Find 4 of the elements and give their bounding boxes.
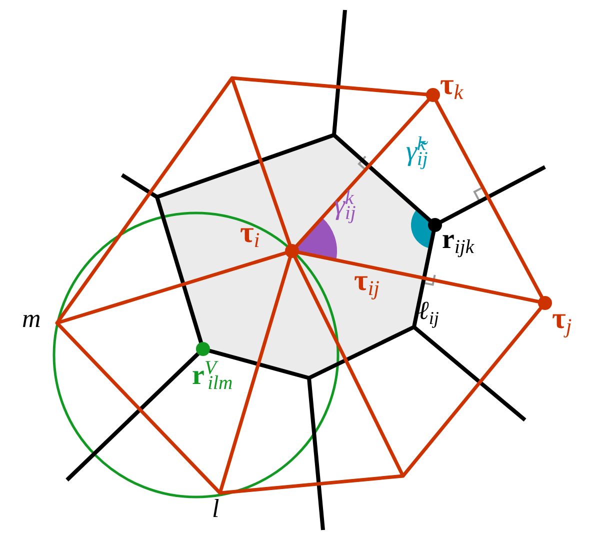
math-label: τ$_{k}$: [440, 70, 464, 100]
math-label: τ$_{i}$: [240, 218, 260, 248]
math-label: m: [22, 306, 41, 332]
math-label: l: [212, 496, 220, 522]
